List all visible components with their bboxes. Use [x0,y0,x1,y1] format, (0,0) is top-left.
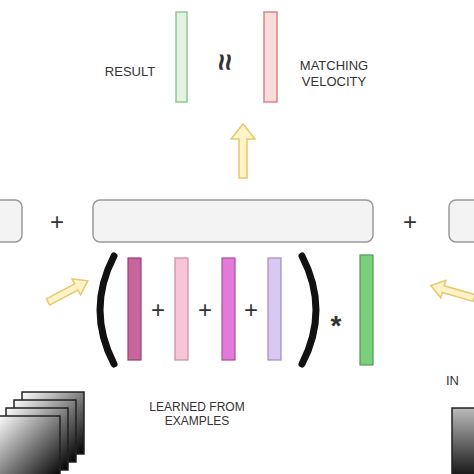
basis-bar [222,258,235,360]
term-box [449,200,474,242]
plus-sign: + [50,208,64,237]
input-arrow [428,277,474,307]
input-label: IN [446,373,459,389]
learned-label: LEARNED FROM EXAMPLES [131,400,263,429]
up-arrow [231,124,255,178]
example-image [0,416,60,474]
basis-bar [268,258,281,360]
plus-sign: + [403,208,417,237]
basis-bar [175,258,188,360]
plus-sign: + [198,296,212,325]
close-bracket [302,256,316,364]
multiply-sign: * [331,309,342,343]
result-bar [176,12,187,102]
approx-symbol: ≈ [207,54,243,70]
input-image [452,408,474,474]
plus-sign: + [244,296,258,325]
result-label: RESULT [105,64,155,80]
input-arrow [44,273,92,310]
open-bracket [100,256,114,364]
term-box [93,200,373,242]
velocity-bar [264,12,277,102]
velocity-label: MATCHING VELOCITY [288,58,380,89]
plus-sign: + [151,296,165,325]
basis-bar [128,258,141,360]
weight-bar [360,255,373,365]
term-box [0,200,22,242]
